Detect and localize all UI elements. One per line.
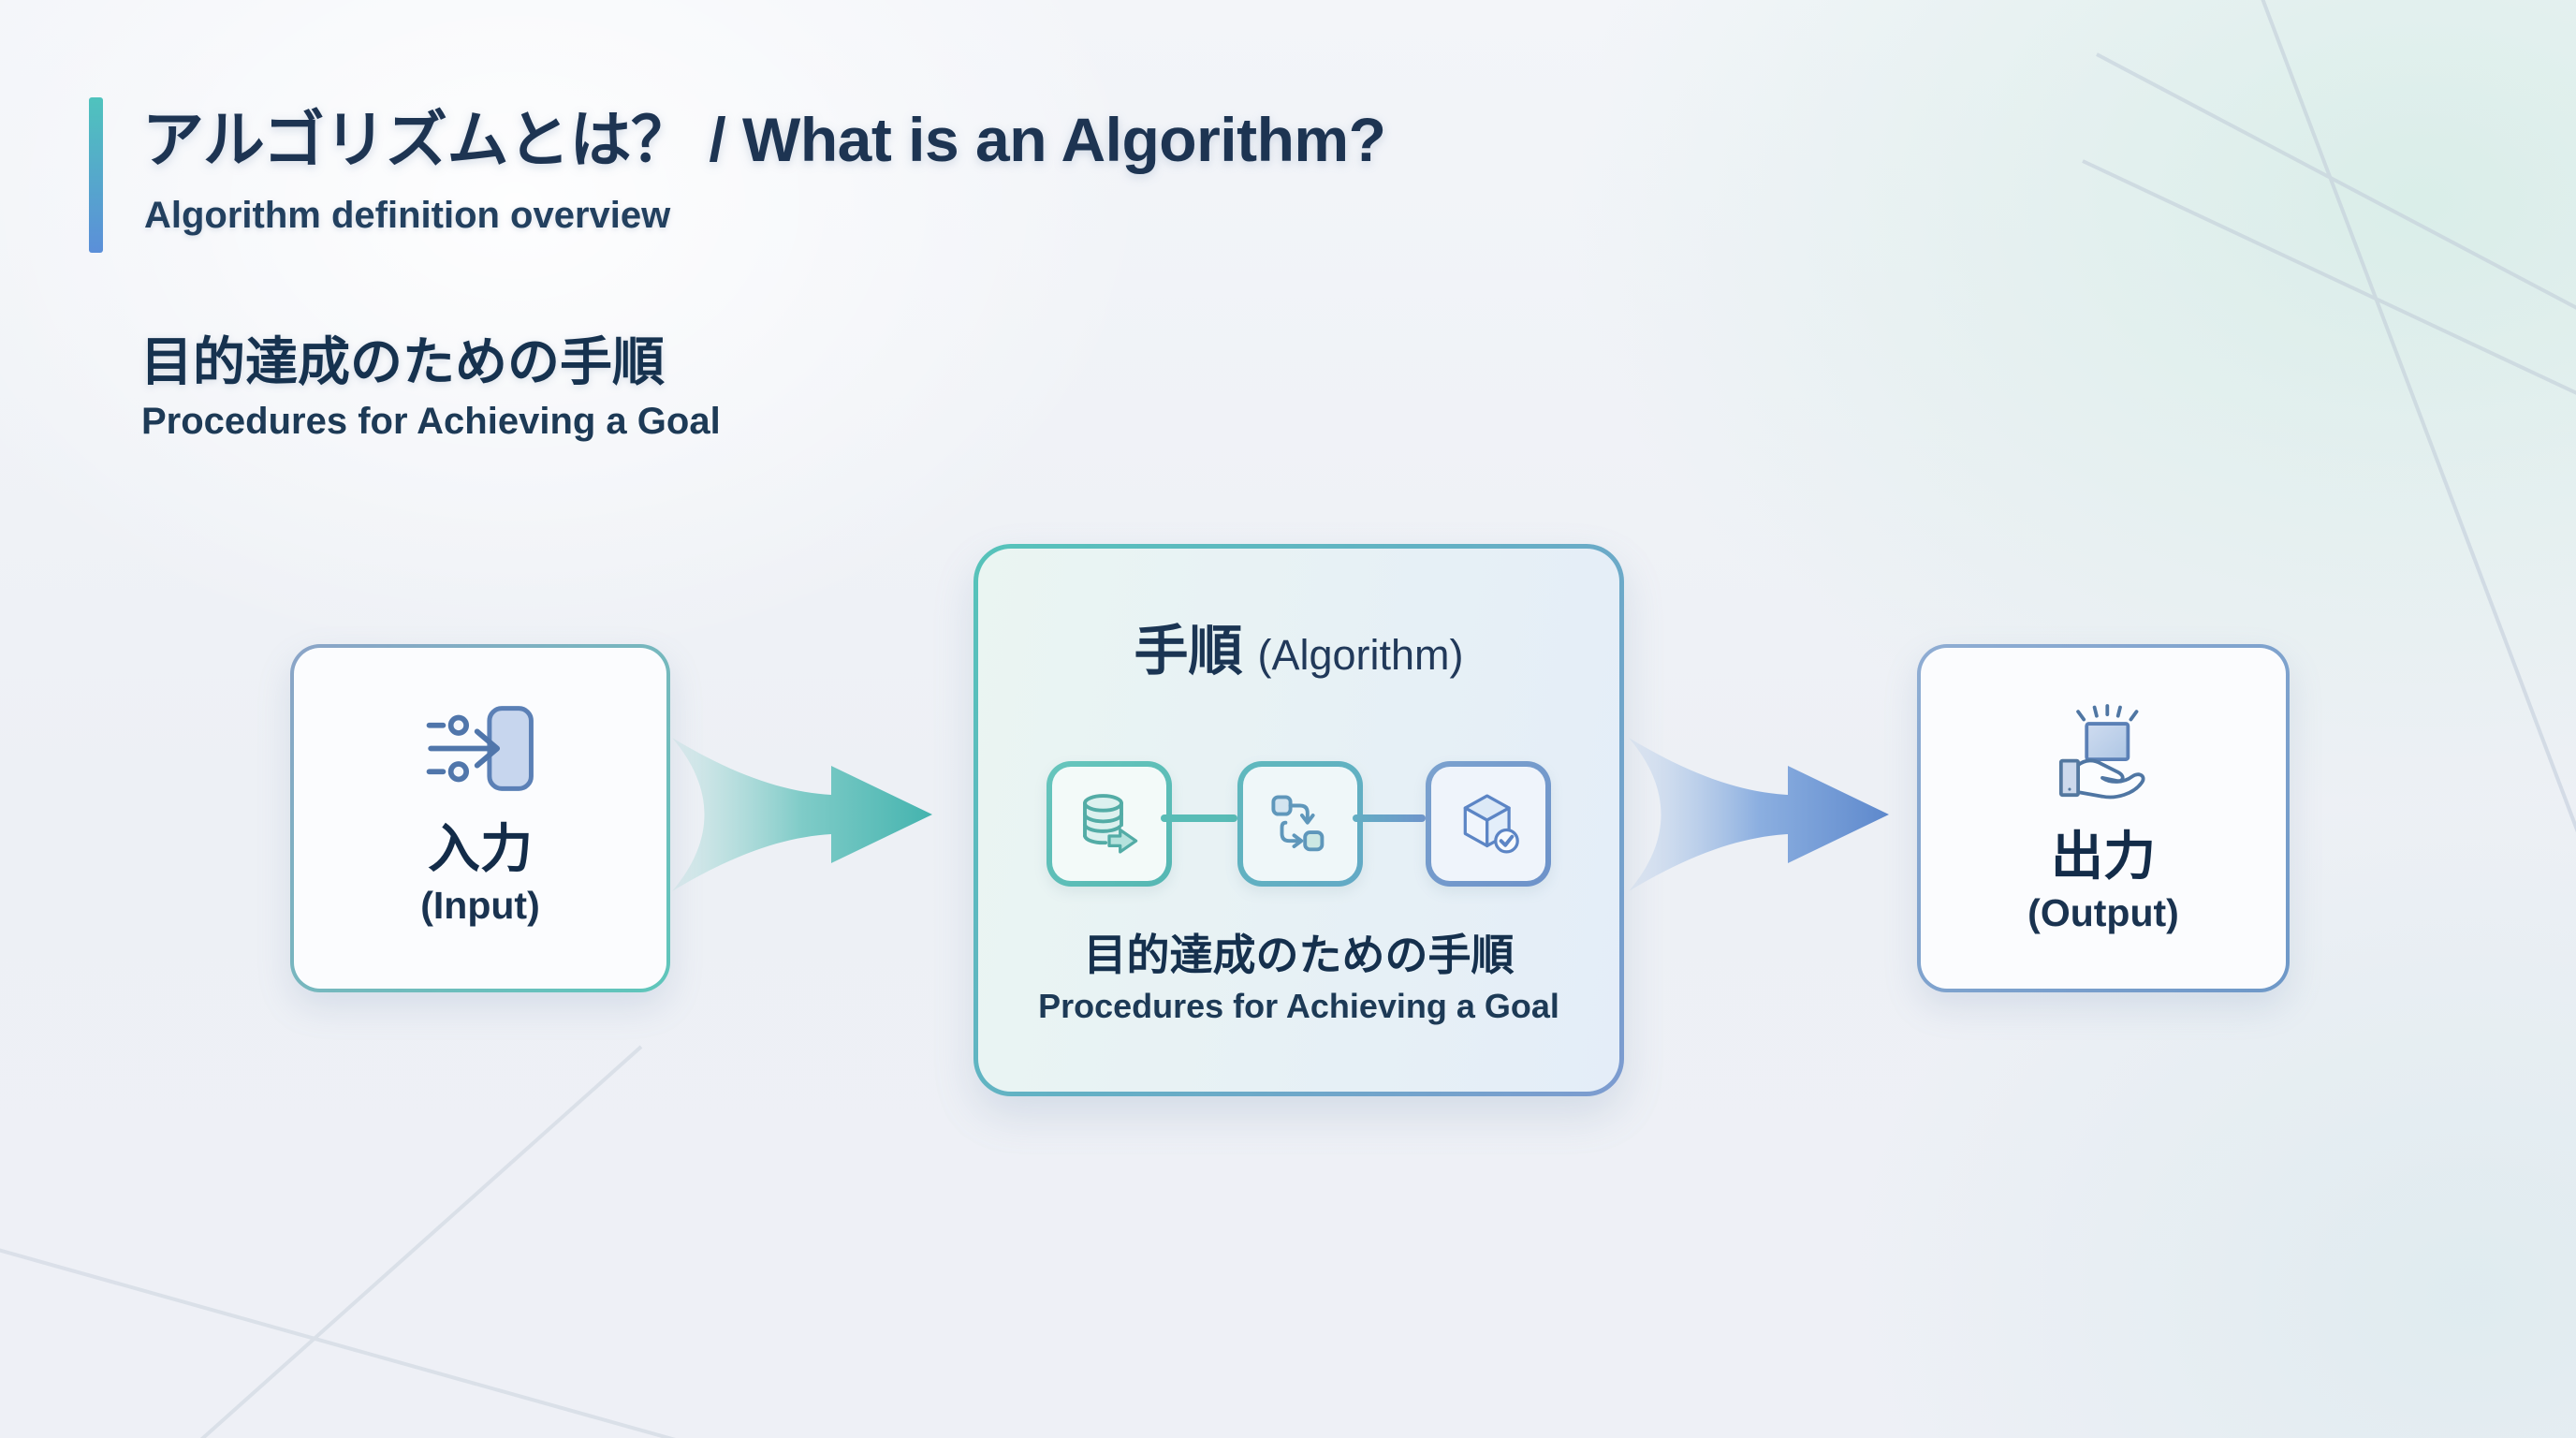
output-label-en: (Output): [2027, 891, 2179, 934]
page-title: アルゴリズムとは？ / What is an Algorithm?: [142, 105, 1386, 174]
section-heading-jp: 目的達成のための手順: [140, 332, 665, 391]
step-connector-2: [1353, 814, 1426, 822]
input-flow-arrow-icon: [672, 738, 932, 891]
step-data-source: [1046, 761, 1172, 887]
cube-check-icon: [1463, 794, 1519, 854]
input-card: 入力 (Input): [290, 644, 670, 992]
process-caption-en: Procedures for Achieving a Goal: [1038, 987, 1559, 1025]
process-caption-jp: 目的達成のための手順: [1083, 931, 1515, 979]
input-label-en: (Input): [420, 884, 540, 927]
flowchart-icon: [1271, 795, 1325, 852]
output-label-jp: 出力: [2051, 827, 2156, 886]
step-connector-1: [1161, 814, 1237, 822]
hand-present-icon: [2058, 704, 2144, 800]
database-export-icon: [1083, 794, 1138, 854]
process-card: 手順 (Algorithm): [973, 544, 1624, 1096]
page-subtitle: Algorithm definition overview: [144, 195, 671, 236]
input-label-jp: 入力: [428, 819, 533, 878]
section-heading-en: Procedures for Achieving a Goal: [141, 401, 721, 442]
output-flow-arrow-icon: [1629, 738, 1889, 891]
title-accent-bar: [89, 97, 103, 253]
login-arrow-icon: [426, 706, 534, 791]
output-card: 出力 (Output): [1917, 644, 2290, 992]
process-title: 手順 (Algorithm): [978, 607, 1619, 685]
process-title-jp: 手順: [1134, 621, 1243, 682]
step-result: [1426, 761, 1551, 887]
process-title-en: (Algorithm): [1257, 631, 1464, 679]
step-procedure: [1237, 761, 1363, 887]
